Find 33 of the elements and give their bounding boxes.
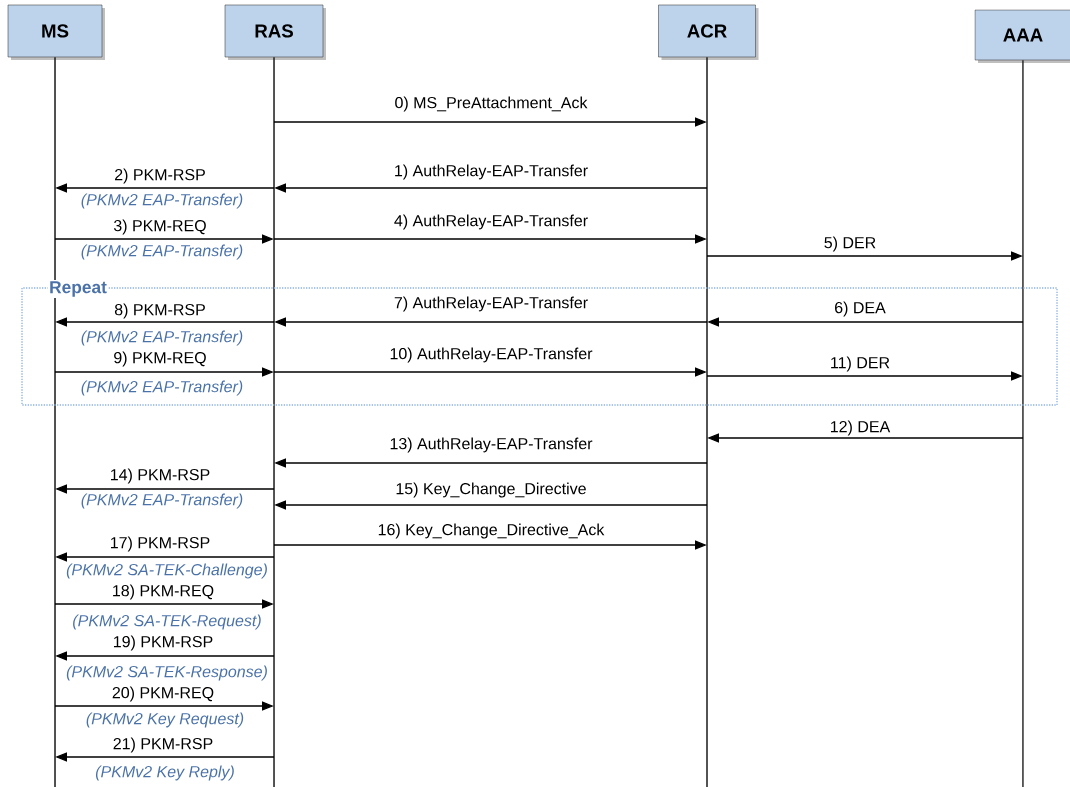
- edge-label: 15) Key_Change_Directive: [396, 482, 586, 498]
- message-note: (PKMv2 SA-TEK-Response): [66, 665, 267, 681]
- edge-label: 4) AuthRelay-EAP-Transfer: [394, 214, 588, 230]
- edge-label: 7) AuthRelay-EAP-Transfer: [394, 296, 588, 312]
- edge-label: 12) DEA: [831, 420, 891, 436]
- edge-label: 5) DER: [824, 236, 876, 252]
- edge-label: 18) PKM-REQ: [113, 584, 214, 600]
- edge-label: 10) AuthRelay-EAP-Transfer: [390, 347, 593, 363]
- edge-label: 9) PKM-REQ: [114, 351, 206, 367]
- edge-label: 14) PKM-RSP: [111, 468, 210, 484]
- edge-label: 21) PKM-RSP: [113, 737, 213, 753]
- message-note: (PKMv2 SA-TEK-Challenge): [66, 563, 267, 579]
- message-note: (PKMv2 EAP-Transfer): [81, 193, 243, 209]
- frame-title: Repeat: [50, 281, 107, 297]
- edge-label: 13) AuthRelay-EAP-Transfer: [390, 437, 593, 453]
- edge-label: 17) PKM-RSP: [111, 536, 210, 552]
- edge-label: 16) Key_Change_Directive_Ack: [378, 523, 605, 539]
- message-note: (PKMv2 EAP-Transfer): [81, 244, 243, 260]
- message-note: (PKMv2 EAP-Transfer): [81, 330, 243, 346]
- edge-label: 19) PKM-RSP: [114, 635, 213, 651]
- edge-label: 8) PKM-RSP: [114, 303, 205, 319]
- edge-label: 11) DER: [831, 356, 890, 372]
- message-note: (PKMv2 EAP-Transfer): [81, 493, 243, 509]
- edge-label: 2) PKM-RSP: [115, 168, 205, 184]
- edge-label: 3) PKM-REQ: [113, 219, 206, 235]
- message-note: (PKMv2 Key Request): [86, 712, 244, 728]
- edge-label: 1) AuthRelay-EAP-Transfer: [395, 164, 588, 180]
- edge-label: 20) PKM-REQ: [112, 686, 214, 702]
- message-note: (PKMv2 Key Reply): [95, 765, 234, 781]
- edge-label: 6) DEA: [835, 301, 886, 317]
- message-note: (PKMv2 EAP-Transfer): [81, 380, 243, 396]
- edge-label: 0) MS_PreAttachment_Ack: [395, 96, 588, 112]
- message-note: (PKMv2 SA-TEK-Request): [73, 614, 261, 630]
